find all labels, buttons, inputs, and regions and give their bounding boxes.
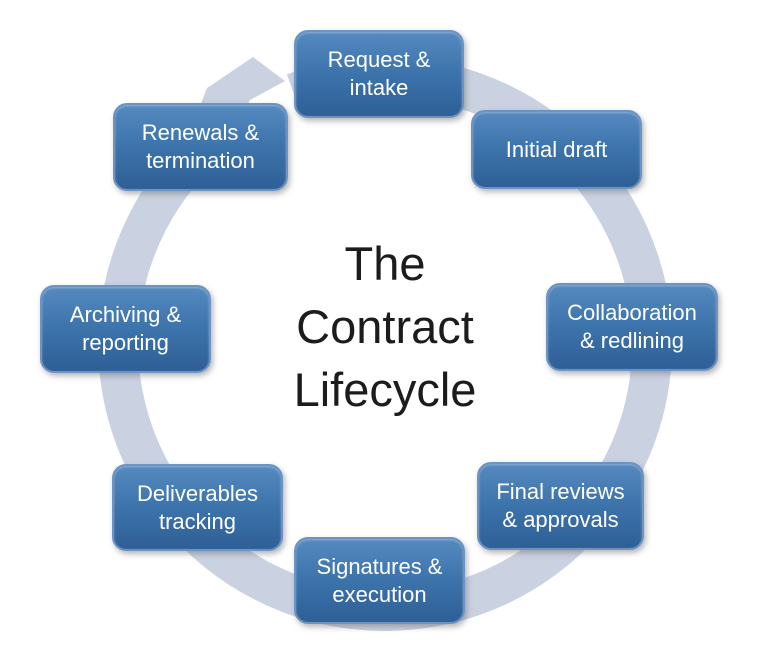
stage-box-archiving-reporting: Archiving & reporting [40,285,211,373]
stage-label: Collaboration & redlining [567,300,697,353]
diagram-title: The Contract Lifecycle [235,232,535,421]
stage-label: Initial draft [505,136,608,162]
stage-box-deliverables-tracking: Deliverables tracking [112,464,283,551]
stage-box-initial-draft: Initial draft [471,110,642,189]
stage-box-collaboration-redlining: Collaboration & redlining [546,283,718,371]
diagram-title-line: Lifecycle [293,363,477,416]
stage-label: Deliverables tracking [136,480,259,534]
stage-label: Signatures & execution [316,553,443,607]
stage-label: Final reviews & approvals [496,479,625,532]
diagram-title-line: The [344,237,426,290]
stage-box-final-reviews-approvals: Final reviews & approvals [477,462,644,550]
stage-label: Request & intake [327,47,431,100]
stage-box-request-intake: Request & intake [294,30,464,118]
stage-label: Archiving & reporting [69,302,182,355]
stage-box-signatures-execution: Signatures & execution [294,537,465,624]
diagram-title-line: Contract [296,300,474,353]
stage-label: Renewals & termination [141,120,260,173]
stage-box-renewals-termination: Renewals & termination [113,103,288,191]
